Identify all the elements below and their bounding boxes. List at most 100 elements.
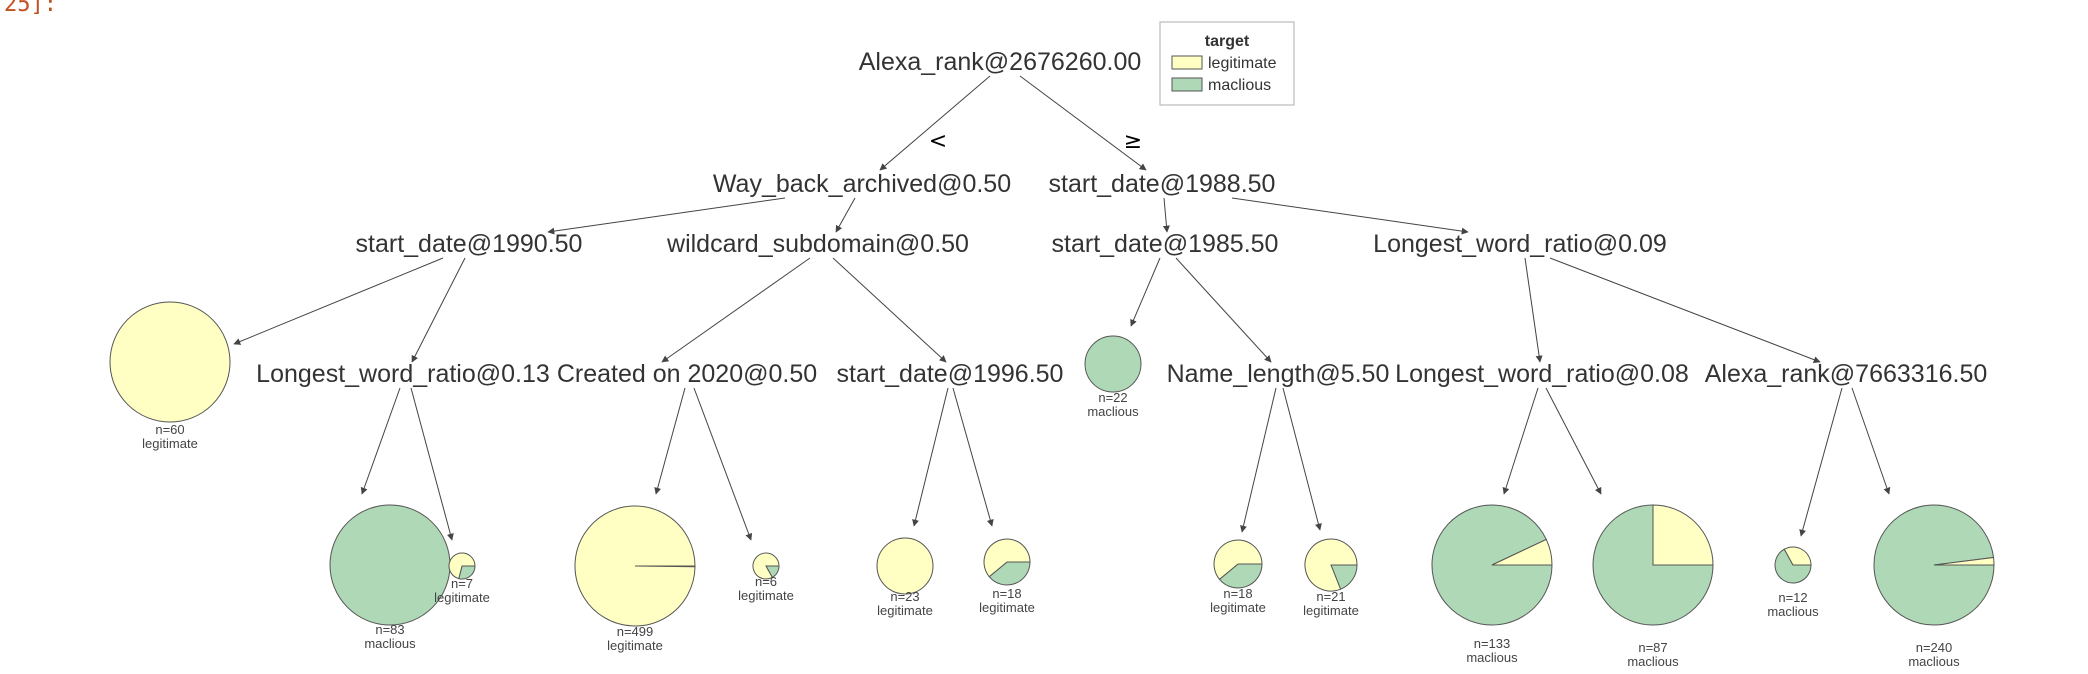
tree-edge [832,257,947,363]
leaf-nodes: n=60legitimaten=83macliousn=7legitimaten… [109,301,1995,669]
split-root: Alexa_rank@2676260.00 [859,48,1142,76]
tree-edge [1162,197,1170,233]
leaf-pie-slice-legitimate [448,552,476,580]
split-namelen: Name_length@5.50 [1167,360,1390,388]
leaf-count: n=18 [1223,586,1252,601]
leaf-count: n=240 [1916,640,1953,655]
tree-edge [952,387,994,527]
tree-edge [654,387,686,495]
tree-edge [835,197,856,233]
split-lwr013: Longest_word_ratio@0.13 [256,360,550,388]
split-lwr008: Longest_word_ratio@0.08 [1395,360,1689,388]
leaf-count: n=87 [1638,640,1667,655]
tree-edge [1549,257,1821,364]
leaf-pie-slice-legitimate [574,505,696,627]
leaf-class-label: maclious [1466,650,1518,665]
leaf-pie-slice-legitimate [1304,538,1358,592]
tree-edge [410,387,454,541]
leaf-class-label: legitimate [607,638,663,653]
edge-label-greater-equal: ≥ [1124,129,1142,154]
tree-edge [1545,387,1602,495]
leaf-class-label: legitimate [877,603,933,618]
leaf-class-label: legitimate [1303,603,1359,618]
legend-swatch-legitimate [1171,55,1203,70]
leaf-pie-slice [1084,335,1142,393]
leaf-pie-slice [329,504,451,626]
tree-edge [693,387,753,541]
cell-prompt: 25]: [4,0,57,17]
leaf-pie-slice-legitimate [1652,504,1714,566]
tree-edge [661,257,811,363]
tree-edge [1130,257,1161,327]
leaf-count: n=83 [375,622,404,637]
split-wildcard: wildcard_subdomain@0.50 [666,230,969,258]
tree-edge [547,197,786,235]
split-start1985: start_date@1985.50 [1052,230,1279,258]
leaf-class-label: maclious [1627,654,1679,669]
tree-edge [1019,75,1147,171]
tree-edge [233,257,444,345]
split-start1996: start_date@1996.50 [837,360,1064,388]
leaf-class-label: maclious [1767,604,1819,619]
tree-edge [1502,387,1539,495]
leaf-pie-slice-maclious [1218,563,1263,589]
leaf-pie-slice-legitimate [752,552,780,580]
leaf-class-label: maclious [1908,654,1960,669]
tree-edge [1231,197,1469,235]
leaf-class-label: legitimate [142,436,198,451]
leaf-count: n=22 [1098,390,1127,405]
tree-edge [411,257,466,363]
leaf-class-label: legitimate [738,588,794,603]
split-created2020: Created on 2020@0.50 [557,360,817,388]
leaf-count: n=18 [992,586,1021,601]
leaf-pie-slice [109,301,231,423]
leaf-pie-slice-maclious [1774,548,1812,584]
leaf-class-label: legitimate [434,590,490,605]
leaf-pie-slice [876,537,934,595]
tree-edge [1524,257,1543,363]
tree-edge [1175,257,1272,363]
tree-edge [1240,387,1277,533]
leaf-class-label: maclious [1087,404,1139,419]
legend-label-legitimate: legitimate [1208,55,1277,72]
split-wayback: Way_back_archived@0.50 [713,170,1011,198]
split-start1988: start_date@1988.50 [1049,170,1276,198]
tree-edge [1282,387,1322,531]
leaf-count: n=6 [755,574,777,589]
tree-edge [360,387,401,495]
leaf-count: n=23 [890,589,919,604]
leaf-count: n=21 [1316,589,1345,604]
leaf-pie-slice-legitimate [1213,539,1263,581]
legend-label-maclious: maclious [1208,77,1271,94]
leaf-count: n=133 [1474,636,1511,651]
leaf-count: n=60 [155,422,184,437]
leaf-pie-slice-legitimate [1783,546,1812,566]
legend-title: target [1205,33,1250,50]
leaf-pie-slice-maclious [988,561,1031,586]
leaf-count: n=7 [451,576,473,591]
leaf-pie-slice-legitimate [1933,556,1995,566]
tree-edge [912,387,949,527]
legend-swatch-maclious [1171,77,1203,92]
leaf-class-label: legitimate [1210,600,1266,615]
leaf-pie-slice-legitimate [1491,538,1553,566]
split-start1990: start_date@1990.50 [356,230,583,258]
legend: target legitimate maclious [1159,21,1295,106]
leaf-class-label: maclious [364,636,416,651]
edge-label-less: < [929,129,947,154]
leaf-pie-slice-legitimate [983,538,1031,578]
